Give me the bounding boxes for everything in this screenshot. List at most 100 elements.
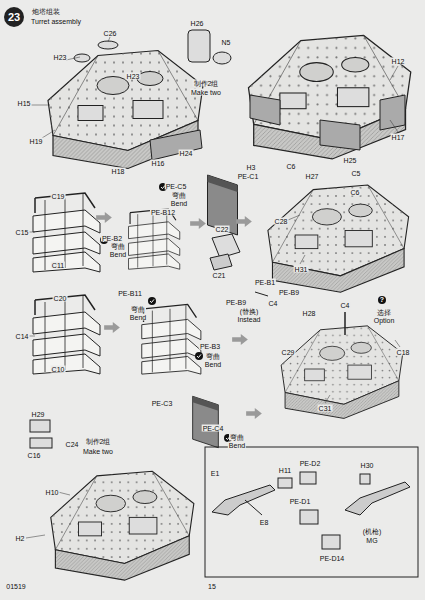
lens-part <box>213 52 231 64</box>
turret-hull <box>51 471 194 580</box>
part-label: H26 <box>190 20 205 27</box>
mount-part <box>300 510 318 524</box>
part-label: PE-B12 <box>150 209 176 216</box>
part-label: H18 <box>111 168 126 175</box>
bend-icon <box>195 352 203 360</box>
part-label: 弯曲 <box>110 243 126 250</box>
part-label: (机枪) <box>362 528 383 535</box>
part-label: Bend <box>204 361 222 368</box>
part-label: PE-C3 <box>151 400 174 407</box>
armor-plate <box>320 120 360 150</box>
antenna-part <box>344 312 346 335</box>
part-label: 制作2组 <box>85 438 112 445</box>
part-label: C5 <box>351 170 362 177</box>
part-label: H30 <box>360 462 375 469</box>
smoke-canister <box>210 254 232 270</box>
part-label: Make two <box>190 89 222 96</box>
part-label: C21 <box>212 272 227 279</box>
part-label: C26 <box>103 30 118 37</box>
part-label: Bend <box>170 200 188 207</box>
step-arrow <box>246 408 262 419</box>
part-label: PE-C5 <box>165 183 188 190</box>
part-label: H10 <box>45 489 60 496</box>
part-label: Make two <box>82 448 114 455</box>
box-part <box>30 420 50 432</box>
part-label: C15 <box>15 229 30 236</box>
turret-hull <box>268 185 409 292</box>
turret-hull <box>281 326 403 419</box>
part-label: 制作2组 <box>193 80 220 87</box>
part-label: C19 <box>51 193 66 200</box>
part-label: PE-B11 <box>117 290 143 297</box>
part-label: Bend <box>228 442 246 449</box>
step-number-text: 23 <box>8 11 20 23</box>
part-label: H12 <box>391 58 406 65</box>
part-label: H25 <box>343 157 358 164</box>
part-label: H23 <box>126 73 141 80</box>
basket-rail <box>142 304 201 374</box>
step-number: 23 <box>4 7 24 27</box>
part-label: PE-B3 <box>199 343 221 350</box>
part-label: PE-B9 <box>225 299 247 306</box>
part-label: C11 <box>51 262 65 269</box>
step-arrow <box>190 218 206 229</box>
armor-plate <box>380 95 405 130</box>
part-label: 弯曲 <box>130 306 146 313</box>
part-label: (替换) <box>239 308 260 315</box>
part-label: PE-C4 <box>202 425 225 432</box>
inset-frame <box>205 447 418 577</box>
basket-rail <box>33 295 100 374</box>
part-label: H28 <box>302 310 317 317</box>
sling-part <box>245 500 262 515</box>
part-label: ? <box>378 296 386 304</box>
part-label: C6 <box>350 189 361 196</box>
part-label: C31 <box>318 405 333 412</box>
mount-part <box>322 535 340 549</box>
turret-hull <box>248 35 410 159</box>
part-label: PE-D2 <box>299 460 322 467</box>
part-label: PE-D14 <box>319 555 346 562</box>
frame-part <box>188 30 210 62</box>
basket-rail <box>33 193 100 272</box>
part-label: H15 <box>17 100 32 107</box>
step-arrow <box>236 216 252 227</box>
part-label: H2 <box>15 535 26 542</box>
step-arrow <box>232 334 248 345</box>
mount-part <box>278 478 292 488</box>
part-label: PE-D1 <box>289 498 312 505</box>
part-label: 01519 <box>5 583 26 590</box>
part-label: H17 <box>391 134 406 141</box>
part-label: C22 <box>215 226 230 233</box>
part-label: E8 <box>259 519 270 526</box>
rifle-part <box>212 485 275 515</box>
part-label: C18 <box>396 349 411 356</box>
part-label: C6 <box>286 163 297 170</box>
part-label: H23 <box>53 54 68 61</box>
mount-part <box>300 472 316 484</box>
part-label: H27 <box>305 173 320 180</box>
part-label: C4 <box>340 302 351 309</box>
part-label: E1 <box>210 470 221 477</box>
part-label: C10 <box>51 366 66 373</box>
part-label: C4 <box>268 300 279 307</box>
part-label: Bend <box>109 251 127 258</box>
part-label: PE-C1 <box>237 173 260 180</box>
armor-plate <box>150 130 202 160</box>
part-label: Bend <box>129 314 147 321</box>
mg-part <box>345 482 410 515</box>
step-arrow <box>104 322 120 333</box>
part-label: Instead <box>237 316 262 323</box>
hatch-part <box>98 41 118 49</box>
pe-plate <box>193 396 219 447</box>
part-label: H19 <box>29 138 44 145</box>
step-title: Turret assembly <box>31 18 81 25</box>
part-label: C20 <box>53 295 68 302</box>
bend-icon <box>148 297 156 305</box>
part-label: C29 <box>281 349 296 356</box>
part-label: C28 <box>274 218 289 225</box>
part-label: 选择 <box>376 309 392 316</box>
part-label: 弯曲 <box>205 353 221 360</box>
part-label: 弯曲 <box>229 434 245 441</box>
part-label: C16 <box>27 452 42 459</box>
